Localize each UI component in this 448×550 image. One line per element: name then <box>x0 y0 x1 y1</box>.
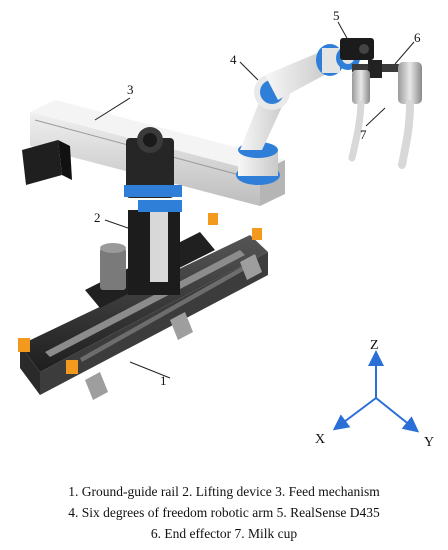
callout-3: 3 <box>127 82 134 97</box>
caption-line-1: 1. Ground-guide rail 2. Lifting device 3… <box>68 484 380 499</box>
y-axis-label: Y <box>424 435 434 450</box>
leader-7 <box>365 107 386 127</box>
milk-cups <box>348 62 422 169</box>
callout-6: 6 <box>414 30 421 45</box>
z-axis-label: Z <box>370 338 379 353</box>
coordinate-axes: Z X Y <box>315 338 434 450</box>
callout-5: 5 <box>333 8 340 23</box>
leader-1 <box>129 361 171 379</box>
realsense-camera <box>340 38 374 60</box>
leader-5 <box>337 21 349 41</box>
x-axis-arrow <box>332 397 377 431</box>
callout-2: 2 <box>94 210 101 225</box>
end-effector <box>352 60 412 78</box>
y-axis-arrow <box>375 397 420 433</box>
ground-guide-rail <box>18 213 268 400</box>
leader-lines <box>94 21 415 379</box>
robot-system-diagram: 1 2 3 4 5 6 7 Z X Y <box>18 8 434 450</box>
callout-4: 4 <box>230 52 237 67</box>
lifting-device <box>85 200 215 308</box>
leader-2 <box>104 219 129 229</box>
leader-6 <box>394 41 415 65</box>
x-axis-label: X <box>315 432 325 447</box>
figure-caption: 1. Ground-guide rail 2. Lifting device 3… <box>0 481 448 544</box>
callout-1: 1 <box>160 373 167 388</box>
caption-line-3: 6. End effector 7. Milk cup <box>150 526 298 541</box>
robotic-arm <box>236 44 360 185</box>
feed-mechanism <box>22 100 285 206</box>
leader-4 <box>239 61 259 81</box>
callout-7: 7 <box>360 127 367 142</box>
caption-line-2: 4. Six degrees of freedom robotic arm 5.… <box>68 505 380 520</box>
leader-3 <box>94 97 131 121</box>
